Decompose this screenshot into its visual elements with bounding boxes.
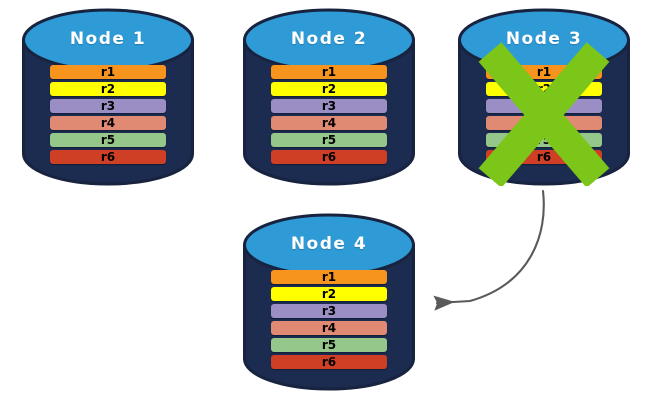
- data-row-label: r4: [321, 116, 337, 130]
- row-list: r1 r2 r3 r4 r5 r6: [458, 65, 630, 167]
- data-row: r4: [50, 116, 166, 130]
- data-row: r6: [271, 150, 387, 164]
- data-row-label: r2: [536, 82, 552, 96]
- data-row: r4: [271, 116, 387, 130]
- data-row-label: r1: [321, 270, 337, 284]
- data-row: r3: [486, 99, 602, 113]
- data-row: r3: [50, 99, 166, 113]
- row-list: r1 r2 r3 r4 r5 r6: [243, 270, 415, 372]
- data-row-label: r3: [100, 99, 116, 113]
- data-row: r5: [486, 133, 602, 147]
- data-row: r5: [271, 338, 387, 352]
- data-row-label: r5: [536, 133, 552, 147]
- row-list: r1 r2 r3 r4 r5 r6: [243, 65, 415, 167]
- data-row: r4: [271, 321, 387, 335]
- data-row-label: r2: [321, 287, 337, 301]
- data-row-label: r3: [321, 99, 337, 113]
- data-row-label: r1: [100, 65, 116, 79]
- data-row: r5: [271, 133, 387, 147]
- data-row: r1: [50, 65, 166, 79]
- data-row: r2: [486, 82, 602, 96]
- data-row-label: r4: [321, 321, 337, 335]
- cylinder-top: [458, 8, 630, 72]
- data-row-label: r5: [321, 133, 337, 147]
- data-row: r2: [50, 82, 166, 96]
- data-row-label: r5: [321, 338, 337, 352]
- data-row: r5: [50, 133, 166, 147]
- data-row: r2: [271, 82, 387, 96]
- data-row-label: r6: [321, 150, 337, 164]
- data-row: r4: [486, 116, 602, 130]
- data-row-label: r2: [321, 82, 337, 96]
- data-row: r2: [271, 287, 387, 301]
- data-row-label: r1: [321, 65, 337, 79]
- data-row: r1: [271, 65, 387, 79]
- data-row: r6: [486, 150, 602, 164]
- data-row-label: r2: [100, 82, 116, 96]
- data-row: r1: [271, 270, 387, 284]
- data-row: r1: [486, 65, 602, 79]
- data-row: r3: [271, 304, 387, 318]
- cylinder-top: [22, 8, 194, 72]
- data-row-label: r3: [536, 99, 552, 113]
- data-row: r3: [271, 99, 387, 113]
- data-row-label: r6: [321, 355, 337, 369]
- data-row-label: r4: [100, 116, 116, 130]
- data-row-label: r6: [536, 150, 552, 164]
- data-row-label: r4: [536, 116, 552, 130]
- data-row-label: r6: [100, 150, 116, 164]
- cylinder-top: [243, 8, 415, 72]
- data-row: r6: [271, 355, 387, 369]
- data-row-label: r3: [321, 304, 337, 318]
- cylinder-top: [243, 213, 415, 277]
- data-row-label: r1: [536, 65, 552, 79]
- data-row-label: r5: [100, 133, 116, 147]
- data-row: r6: [50, 150, 166, 164]
- row-list: r1 r2 r3 r4 r5 r6: [22, 65, 194, 167]
